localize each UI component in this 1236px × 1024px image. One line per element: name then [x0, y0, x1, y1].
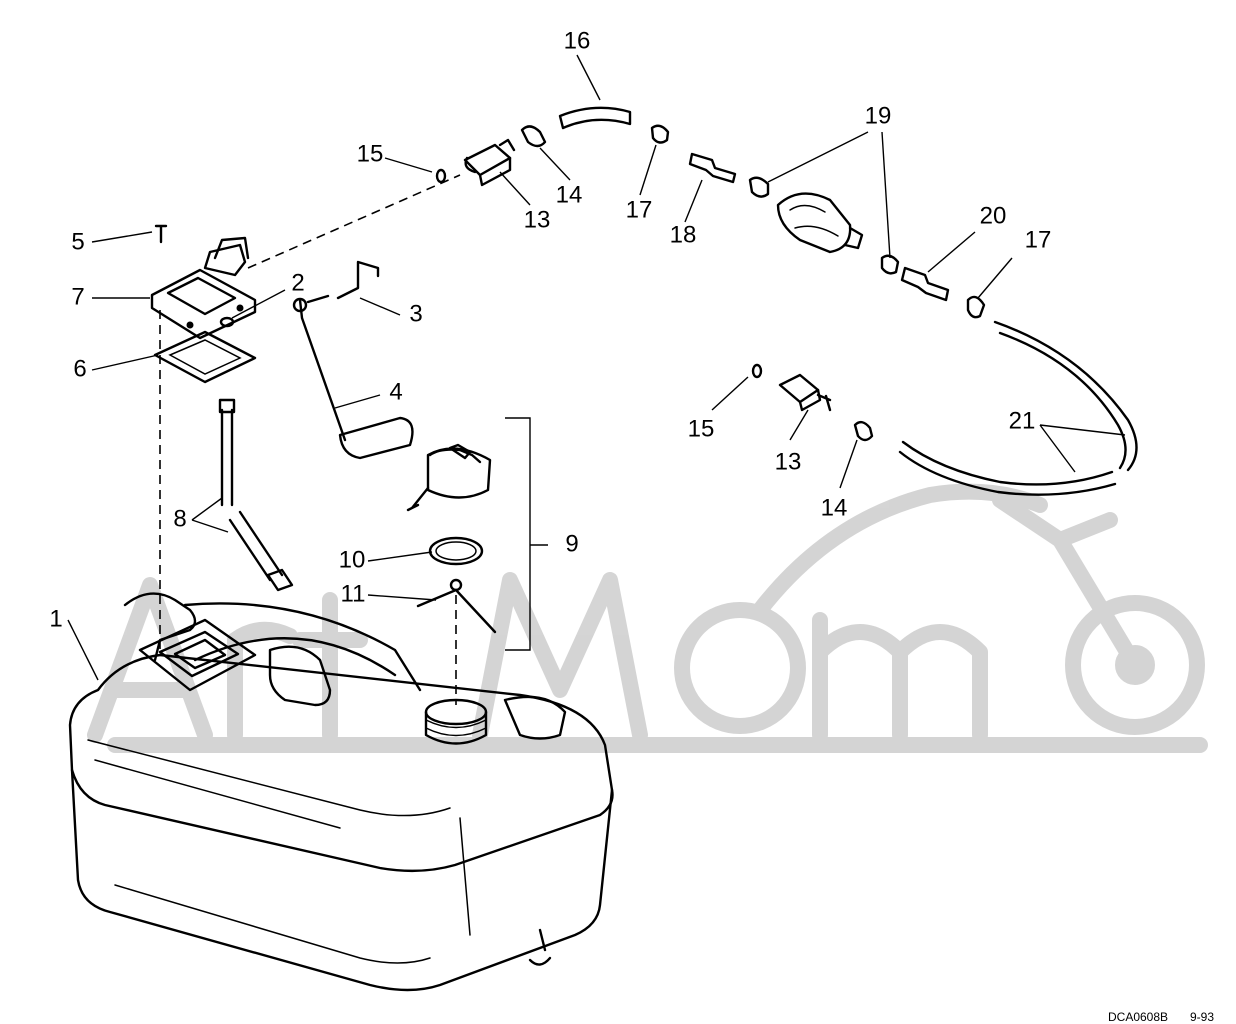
float-clip [336, 260, 380, 300]
small-o-ring [219, 316, 235, 328]
o-ring-upper [435, 168, 447, 184]
callout-9: 9 [565, 530, 578, 557]
callout-17-upper: 17 [626, 196, 653, 223]
callout-19: 19 [865, 102, 892, 129]
callout-15-lower: 15 [688, 415, 715, 442]
callout-4: 4 [389, 378, 402, 405]
callout-16: 16 [564, 27, 591, 54]
fuel-cap [406, 443, 492, 512]
callout-11: 11 [341, 580, 366, 607]
float-arm [292, 294, 414, 460]
callout-15-upper: 15 [357, 140, 384, 167]
gasket [153, 330, 257, 384]
callout-13-upper: 13 [524, 206, 551, 233]
watermark-logo [87, 483, 1208, 753]
pickup-housing [150, 236, 257, 340]
callout-2: 2 [291, 269, 304, 296]
primer-bulb [748, 176, 900, 275]
bracket-9 [505, 417, 531, 651]
callout-18: 18 [670, 221, 697, 248]
cap-retainer [416, 578, 497, 634]
callout-14-lower: 14 [821, 494, 848, 521]
callout-8: 8 [173, 505, 186, 532]
assembly-lines [159, 174, 461, 705]
hose-fitting-18 [688, 152, 737, 184]
connector-upper [463, 138, 516, 187]
o-ring-lower [751, 363, 763, 379]
callout-13-lower: 13 [775, 448, 802, 475]
figure-date: 9-93 [1190, 1010, 1214, 1024]
hose-clamp-upper [520, 125, 547, 148]
callout-10: 10 [339, 546, 366, 573]
hose-fitting-20 [900, 266, 950, 302]
pickup-tube [218, 398, 294, 592]
callout-5: 5 [71, 228, 84, 255]
fuel-tank [68, 592, 614, 992]
leader-lines [67, 54, 1126, 681]
callout-20: 20 [980, 202, 1007, 229]
callout-14-upper: 14 [556, 181, 583, 208]
fuel-hose [898, 320, 1138, 496]
callout-17-lower: 17 [1025, 226, 1052, 253]
hose-clamp-lower [853, 420, 874, 442]
callout-7: 7 [71, 283, 84, 310]
callout-21: 21 [1009, 407, 1036, 434]
connector-lower [778, 373, 832, 412]
callout-3: 3 [409, 300, 422, 327]
hose-clamp-17-upper [650, 124, 670, 144]
callout-1: 1 [49, 605, 62, 632]
short-hose [558, 106, 632, 130]
screw [154, 224, 168, 244]
figure-code: DCA0608B [1108, 1010, 1168, 1024]
footer: DCA0608B 9-93 [1108, 1010, 1214, 1024]
cap-gasket [428, 536, 484, 566]
hose-clamp-17-lower [966, 295, 986, 319]
callout-labels: 1 2 3 4 5 6 7 8 9 10 11 13 13 14 14 15 1… [49, 27, 1051, 632]
callout-6: 6 [73, 355, 86, 382]
